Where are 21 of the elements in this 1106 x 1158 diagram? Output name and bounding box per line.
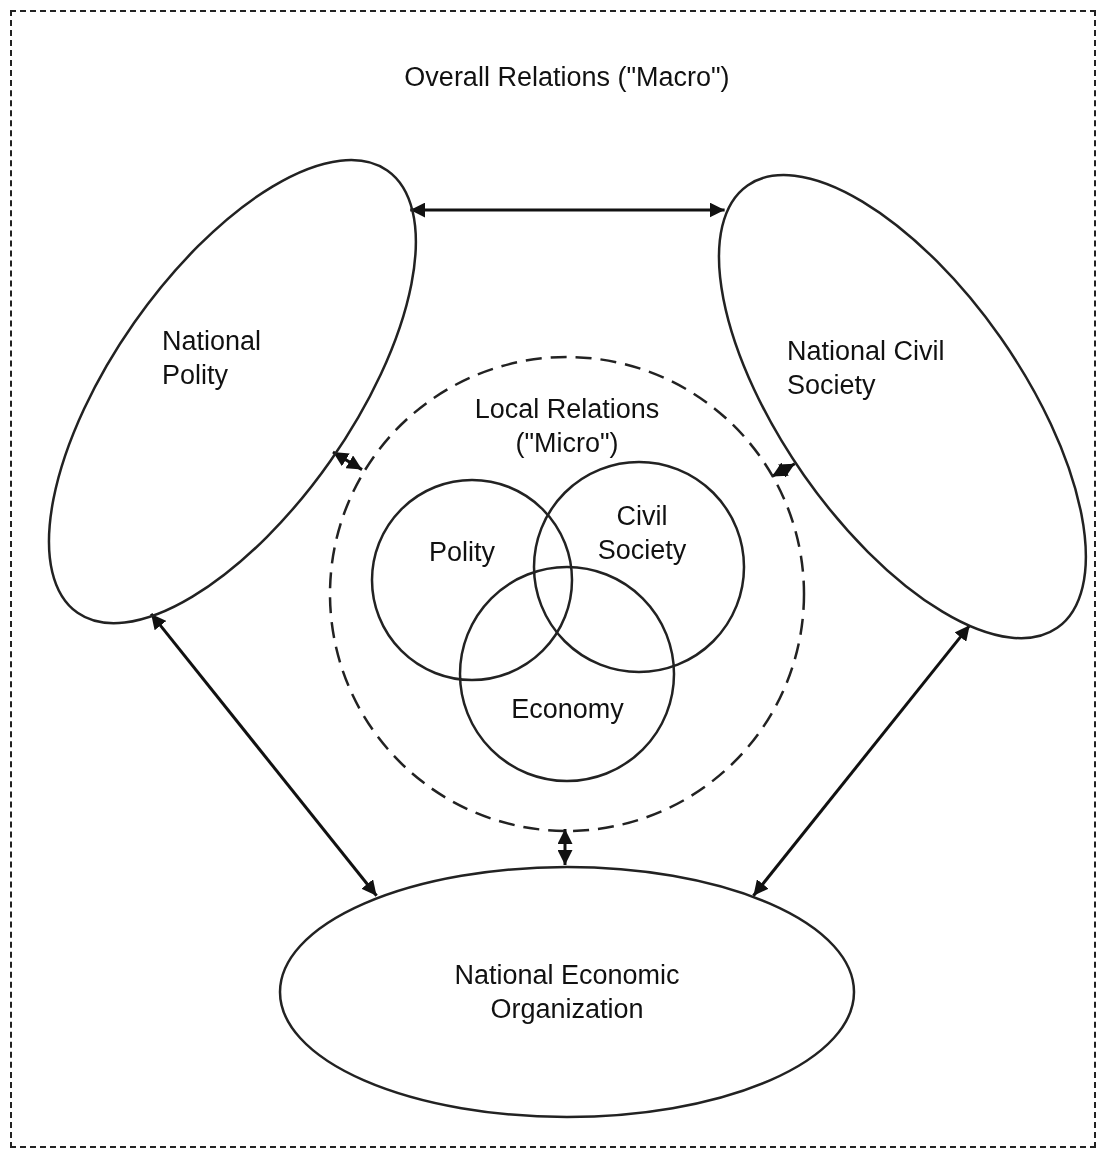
node-label: Local Relations ("Micro") <box>473 393 661 460</box>
oval-node <box>278 865 856 1119</box>
double-arrow <box>410 202 725 218</box>
oval-node <box>46 158 418 626</box>
double-arrow <box>771 462 796 478</box>
circle-node <box>370 478 574 682</box>
node-label: National Economic Organization <box>453 959 681 1026</box>
dashed-frame <box>10 10 1096 1148</box>
double-arrow <box>752 624 971 897</box>
frame-heading: Overall Relations ("Macro") <box>403 61 731 94</box>
node-label: Civil Society <box>596 500 688 567</box>
node-label: Polity <box>428 536 496 569</box>
double-arrow <box>332 450 363 471</box>
oval-node <box>716 173 1088 641</box>
double-arrow <box>557 829 573 865</box>
node-label: Economy <box>510 693 625 726</box>
node-label: National Polity <box>162 325 263 392</box>
circle-node <box>458 565 676 783</box>
double-arrow <box>149 612 378 897</box>
circle-node <box>532 460 746 674</box>
node-label: National Civil Society <box>787 335 946 402</box>
